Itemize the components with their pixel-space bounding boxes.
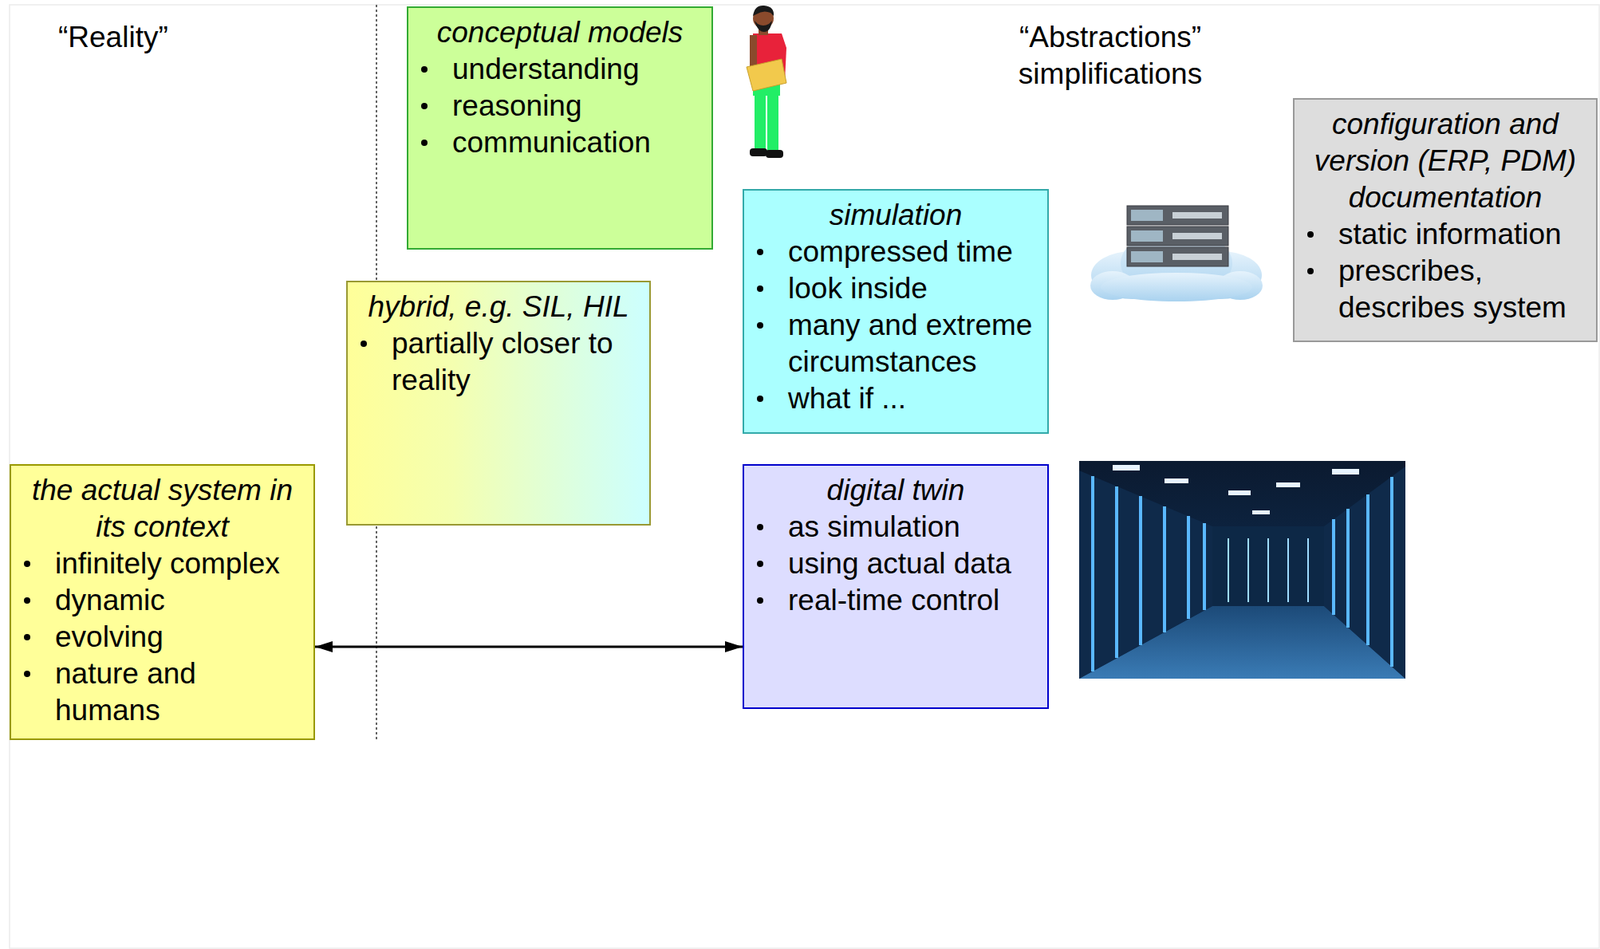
person-figure bbox=[746, 5, 787, 158]
bullet-dot bbox=[756, 560, 764, 568]
box-heading: hybrid, e.g. SIL, HIL bbox=[355, 288, 642, 326]
bullet-text: evolving bbox=[55, 618, 306, 656]
page-frame bbox=[9, 4, 1600, 949]
bullet-item: partially closer to reality bbox=[355, 325, 642, 399]
bullet-dot bbox=[421, 139, 428, 146]
bullet-item: many and extreme circumstances bbox=[752, 307, 1040, 381]
bullet-dot bbox=[1307, 231, 1314, 238]
bullet-text: reasoning bbox=[452, 87, 704, 125]
cloud-server-icon bbox=[1090, 205, 1263, 302]
bullet-dot bbox=[756, 285, 764, 292]
bullet-dot bbox=[23, 560, 31, 568]
bullet-dot bbox=[360, 340, 367, 347]
bullet-dot bbox=[756, 524, 764, 531]
bullet-item: as simulation bbox=[752, 508, 1040, 546]
bullet-text: compressed time bbox=[788, 233, 1040, 271]
bullet-item: what if ... bbox=[752, 380, 1040, 418]
bullet-item: real-time control bbox=[752, 582, 1040, 619]
bullet-item: look inside bbox=[752, 270, 1040, 308]
bullet-item: communication bbox=[416, 124, 704, 162]
bullet-text: as simulation bbox=[788, 508, 1040, 546]
bullet-item: prescribes, describes system bbox=[1302, 252, 1589, 327]
box-heading: configuration and version (ERP, PDM) doc… bbox=[1302, 106, 1589, 217]
box-heading: simulation bbox=[752, 197, 1040, 234]
data-center-photo bbox=[1079, 461, 1406, 679]
bullet-dot bbox=[421, 66, 428, 73]
region-label: “Reality” bbox=[58, 19, 266, 56]
box-heading: conceptual models bbox=[416, 14, 704, 52]
bullet-text: using actual data bbox=[788, 545, 1040, 583]
system-box: the actual system in its contextinfinite… bbox=[9, 464, 316, 741]
bullet-text: prescribes, describes system bbox=[1338, 252, 1589, 327]
bullet-item: evolving bbox=[19, 618, 306, 656]
bullet-dot bbox=[421, 102, 428, 110]
bullet-item: dynamic bbox=[19, 582, 306, 619]
bullet-dot bbox=[756, 248, 764, 256]
twin-box: digital twinas simulationusing actual da… bbox=[742, 464, 1049, 710]
box-heading: the actual system in its context bbox=[19, 472, 306, 546]
bullet-item: reasoning bbox=[416, 87, 704, 125]
bullet-text: dynamic bbox=[55, 582, 306, 619]
concept-box: conceptual modelsunderstandingreasoningc… bbox=[406, 6, 714, 250]
bullet-item: using actual data bbox=[752, 545, 1040, 583]
documentation-box: configuration and version (ERP, PDM) doc… bbox=[1292, 98, 1598, 343]
region-label: “Abstractions” simplifications bbox=[990, 19, 1230, 93]
bullet-text: infinitely complex bbox=[55, 545, 306, 583]
bullet-item: compressed time bbox=[752, 233, 1040, 271]
bullet-item: infinitely complex bbox=[19, 545, 306, 583]
bullet-text: static information bbox=[1338, 216, 1589, 253]
bullet-dot bbox=[23, 597, 31, 604]
bullet-dot bbox=[756, 322, 764, 329]
bullet-dot bbox=[23, 670, 31, 678]
bullet-dot bbox=[23, 634, 31, 641]
bullet-text: nature and humans bbox=[55, 655, 306, 730]
bullet-dot bbox=[756, 395, 764, 402]
bullet-dot bbox=[1307, 267, 1314, 275]
hybrid-box: hybrid, e.g. SIL, HILpartially closer to… bbox=[346, 280, 651, 526]
bullet-text: many and extreme circumstances bbox=[788, 307, 1040, 381]
bullet-text: look inside bbox=[788, 270, 1040, 308]
bullet-text: real-time control bbox=[788, 582, 1040, 619]
bullet-text: partially closer to reality bbox=[391, 325, 642, 399]
connector-arrow bbox=[315, 646, 743, 649]
bullet-item: understanding bbox=[416, 51, 704, 88]
bullet-text: communication bbox=[452, 124, 704, 162]
bullet-text: what if ... bbox=[788, 380, 1040, 418]
simulation-box: simulationcompressed timelook insidemany… bbox=[742, 189, 1049, 434]
bullet-item: static information bbox=[1302, 216, 1589, 253]
box-heading: digital twin bbox=[752, 472, 1040, 509]
bullet-item: nature and humans bbox=[19, 655, 306, 730]
bullet-text: understanding bbox=[452, 51, 704, 88]
bullet-dot bbox=[756, 597, 764, 604]
